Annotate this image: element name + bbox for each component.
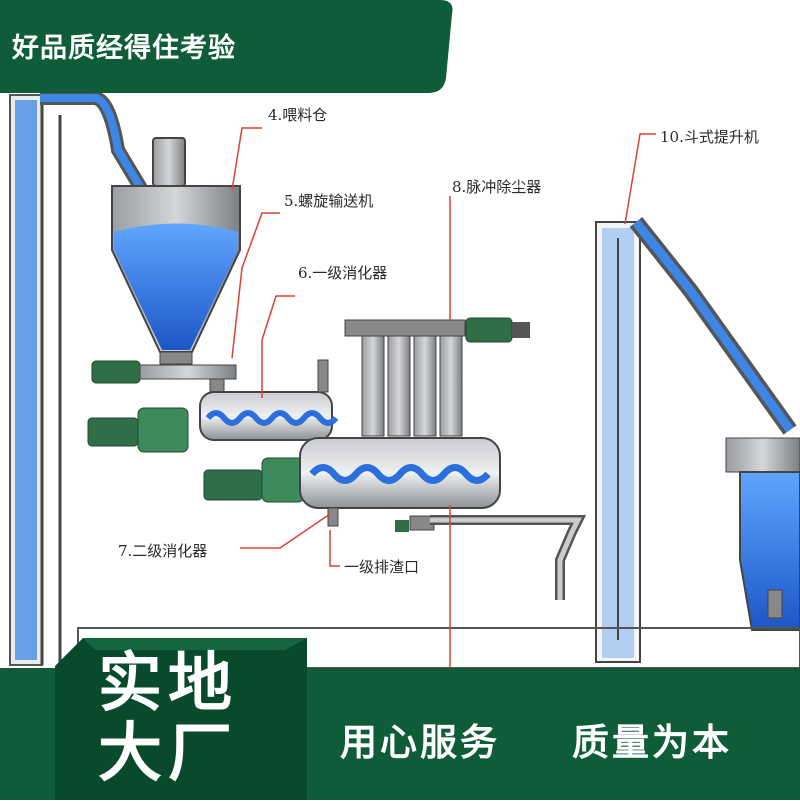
pulse-dust-collector xyxy=(344,317,530,437)
label-bucket-elevator: 10.斗式提升机 xyxy=(660,128,759,146)
screw-conveyor xyxy=(91,360,237,402)
storage-tank xyxy=(725,437,800,631)
label-screw-conveyor: 5.螺旋输送机 xyxy=(284,192,374,210)
feed-bin xyxy=(111,137,241,365)
label-secondary-digester: 7.二级消化器 xyxy=(118,542,208,560)
left-elevator xyxy=(9,94,62,666)
slogan-left: 用心服务 xyxy=(340,721,500,764)
secondary-digester xyxy=(203,437,501,532)
badge-line-2: 大厂 xyxy=(98,717,238,791)
badge-line-1: 实地 xyxy=(98,647,238,721)
bucket-elevator xyxy=(595,217,797,663)
badge-shape xyxy=(55,638,307,800)
label-dust-collector: 8.脉冲除尘器 xyxy=(452,178,542,196)
label-primary-digester: 6.一级消化器 xyxy=(298,264,388,282)
primary-digester xyxy=(87,359,339,453)
top-banner-shape xyxy=(0,0,453,93)
slogan-right: 质量为本 xyxy=(572,721,732,764)
label-feed-bin: 4.喂料仓 xyxy=(268,106,328,124)
leader-lines xyxy=(231,127,656,567)
top-banner-text: 好品质经得住考验 xyxy=(12,33,236,64)
label-discharge-port: 一级排渣口 xyxy=(344,558,420,576)
